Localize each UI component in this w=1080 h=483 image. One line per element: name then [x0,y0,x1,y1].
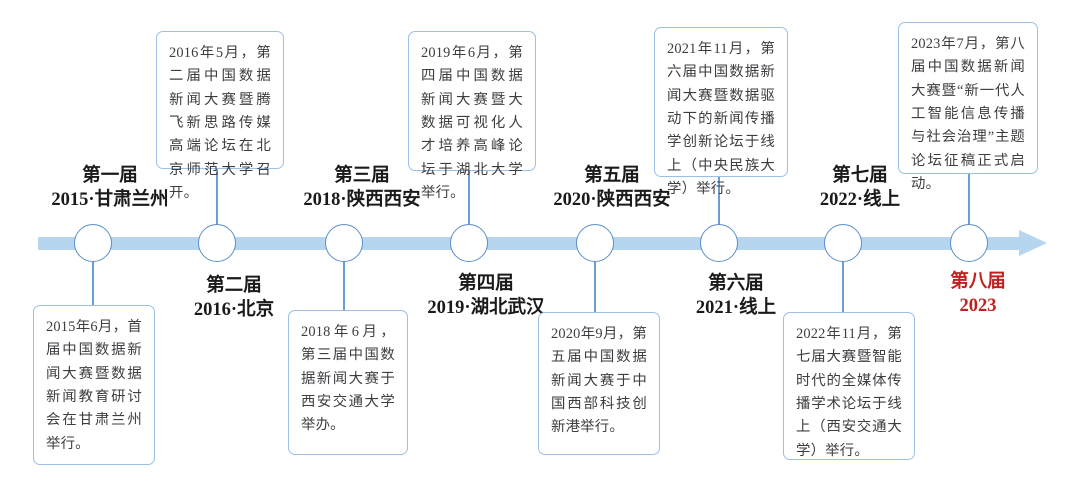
info-box-text-4: 2019年6月，第四届中国数据新闻大赛暨大数据可视化人才培养高峰论坛于湖北大学举… [421,45,523,201]
info-box-text-5: 2020年9月，第五届中国数据新闻大赛于中国西部科技创新港举行。 [551,326,647,436]
connector-stem-3 [343,261,345,311]
timeline-node-6[interactable] [700,224,738,262]
era-ordinal-8: 第八届 [950,272,1006,292]
era-ordinal-5: 第五届 [584,166,640,186]
era-place-6: 2021·线上 [695,298,777,319]
connector-stem-1 [92,261,94,306]
timeline-node-2[interactable] [198,224,236,262]
era-ordinal-3: 第三届 [334,166,390,186]
era-label-3: 第三届 2018·陕西西安 [264,164,460,213]
info-box-text-1: 2015年6月，首届中国数据新闻大赛暨数据新闻教育研讨会在甘肃兰州举行。 [46,319,142,452]
connector-stem-4 [468,170,470,226]
info-box-4[interactable]: 2019年6月，第四届中国数据新闻大赛暨大数据可视化人才培养高峰论坛于湖北大学举… [408,31,536,201]
info-box-1[interactable]: 2015年6月，首届中国数据新闻大赛暨数据新闻教育研讨会在甘肃兰州举行。 [33,305,155,465]
timeline-node-7[interactable] [824,224,862,262]
info-box-text-7: 2022年11月，第七届大赛暨智能时代的全媒体传播学术论坛于线上（西安交通大学）… [796,326,902,459]
era-label-7: 第七届 2022·线上 [762,164,958,213]
info-box-text-6: 2021年11月，第六届中国数据新闻大赛暨数据驱动下的新闻传播学创新论坛于线上（… [667,41,775,197]
era-ordinal-1: 第一届 [82,166,138,186]
info-box-text-3: 2018年6月，第三届中国数据新闻大赛于西安交通大学举办。 [301,324,395,434]
info-box-text-2: 2016年5月，第二届中国数据新闻大赛暨腾飞新思路传媒高端论坛在北京师范大学召开… [169,45,271,201]
timeline-node-5[interactable] [576,224,614,262]
era-ordinal-4: 第四届 [458,274,514,294]
connector-stem-7 [842,261,844,313]
timeline-arrow-icon [1019,230,1047,256]
era-ordinal-7: 第七届 [832,166,888,186]
info-box-6[interactable]: 2021年11月，第六届中国数据新闻大赛暨数据驱动下的新闻传播学创新论坛于线上（… [654,27,788,197]
info-box-8[interactable]: 2023年7月，第八届中国数据新闻大赛暨“新一代人工智能信息传播与社会治理”主题… [898,22,1038,192]
info-box-3[interactable]: 2018年6月，第三届中国数据新闻大赛于西安交通大学举办。 [288,310,408,455]
timeline-node-1[interactable] [74,224,112,262]
era-label-1: 第一届 2015·甘肃兰州 [12,164,208,213]
era-ordinal-2: 第二届 [206,276,262,296]
timeline-node-4[interactable] [450,224,488,262]
era-label-8: 第八届 2023 [898,270,1058,319]
connector-stem-5 [594,261,596,313]
connector-stem-8 [968,172,970,226]
era-label-4: 第四届 2019·湖北武汉 [388,272,584,321]
era-place-5: 2020·陕西西安 [553,190,671,211]
timeline-node-8[interactable] [950,224,988,262]
connector-stem-2 [216,168,218,226]
era-label-5: 第五届 2020·陕西西安 [514,164,710,213]
timeline-node-3[interactable] [325,224,363,262]
era-place-1: 2015·甘肃兰州 [51,190,169,211]
era-place-8: 2023 [959,296,997,317]
era-label-2: 第二届 2016·北京 [136,274,332,323]
era-place-3: 2018·陕西西安 [303,190,421,211]
era-place-4: 2019·湖北武汉 [427,298,545,319]
era-place-7: 2022·线上 [819,190,901,211]
info-box-text-8: 2023年7月，第八届中国数据新闻大赛暨“新一代人工智能信息传播与社会治理”主题… [911,36,1025,192]
info-box-5[interactable]: 2020年9月，第五届中国数据新闻大赛于中国西部科技创新港举行。 [538,312,660,455]
info-box-2[interactable]: 2016年5月，第二届中国数据新闻大赛暨腾飞新思路传媒高端论坛在北京师范大学召开… [156,31,284,201]
era-place-2: 2016·北京 [193,300,275,321]
timeline-axis-bar [38,237,1023,250]
era-ordinal-6: 第六届 [708,274,764,294]
info-box-7[interactable]: 2022年11月，第七届大赛暨智能时代的全媒体传播学术论坛于线上（西安交通大学）… [783,312,915,460]
connector-stem-6 [718,176,720,226]
era-label-6: 第六届 2021·线上 [638,272,834,321]
